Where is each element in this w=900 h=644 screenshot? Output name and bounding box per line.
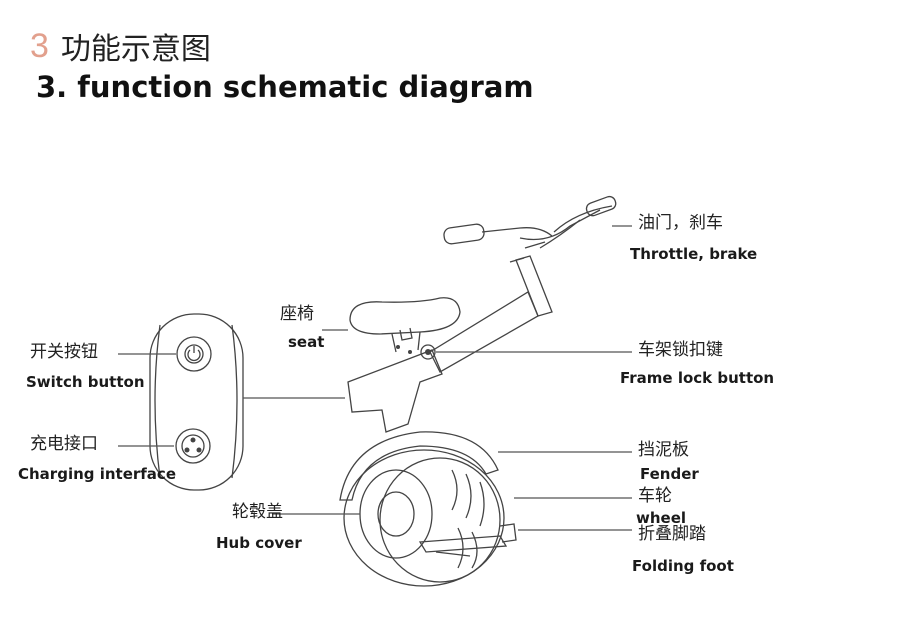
hub-cover-label-en: Hub cover xyxy=(216,534,302,552)
folding-foot-shape xyxy=(418,535,508,553)
charging-label-en: Charging interface xyxy=(18,465,176,483)
switch-button-label-cn: 开关按钮 xyxy=(30,342,98,362)
wheel-shape xyxy=(343,449,505,587)
unicycle-illustration xyxy=(339,195,617,587)
seat-label-cn: 座椅 xyxy=(280,304,314,324)
handlebar xyxy=(443,195,617,249)
switch-button-icon xyxy=(176,336,212,372)
frame-lock-label-en: Frame lock button xyxy=(620,369,775,387)
charging-label-cn: 充电接口 xyxy=(30,434,98,454)
section-heading: 3 功能示意图 xyxy=(30,26,211,68)
section-number: 3 xyxy=(30,26,49,65)
fender-label-cn: 挡泥板 xyxy=(638,440,689,460)
throttle-brake-label-en: Throttle, brake xyxy=(630,245,758,263)
fender-label-en: Fender xyxy=(640,465,699,483)
seat-label-en: seat xyxy=(288,333,325,351)
section-title-en: 3. function schematic diagram xyxy=(36,70,534,104)
section-title-cn: 功能示意图 xyxy=(60,32,211,67)
charging-port-icon xyxy=(175,428,211,464)
leader-lines xyxy=(118,225,632,531)
hub-cover-label-cn: 轮毂盖 xyxy=(232,502,283,522)
frame-lock-knob xyxy=(420,344,436,360)
seat-shape xyxy=(349,297,461,335)
control-panel-illustration xyxy=(149,313,244,491)
switch-button-label-en: Switch button xyxy=(26,373,145,391)
folding-foot-label-cn: 折叠脚踏 xyxy=(638,524,706,544)
frame-lock-label-cn: 车架锁扣键 xyxy=(638,340,723,360)
fender-shape xyxy=(339,431,499,501)
throttle-brake-label-cn: 油门，刹车 xyxy=(638,213,723,233)
control-panel-body xyxy=(149,313,244,491)
folding-foot-label-en: Folding foot xyxy=(632,557,734,575)
wheel-label-cn: 车轮 xyxy=(638,486,672,506)
wheel-label-en: wheel xyxy=(636,509,687,527)
